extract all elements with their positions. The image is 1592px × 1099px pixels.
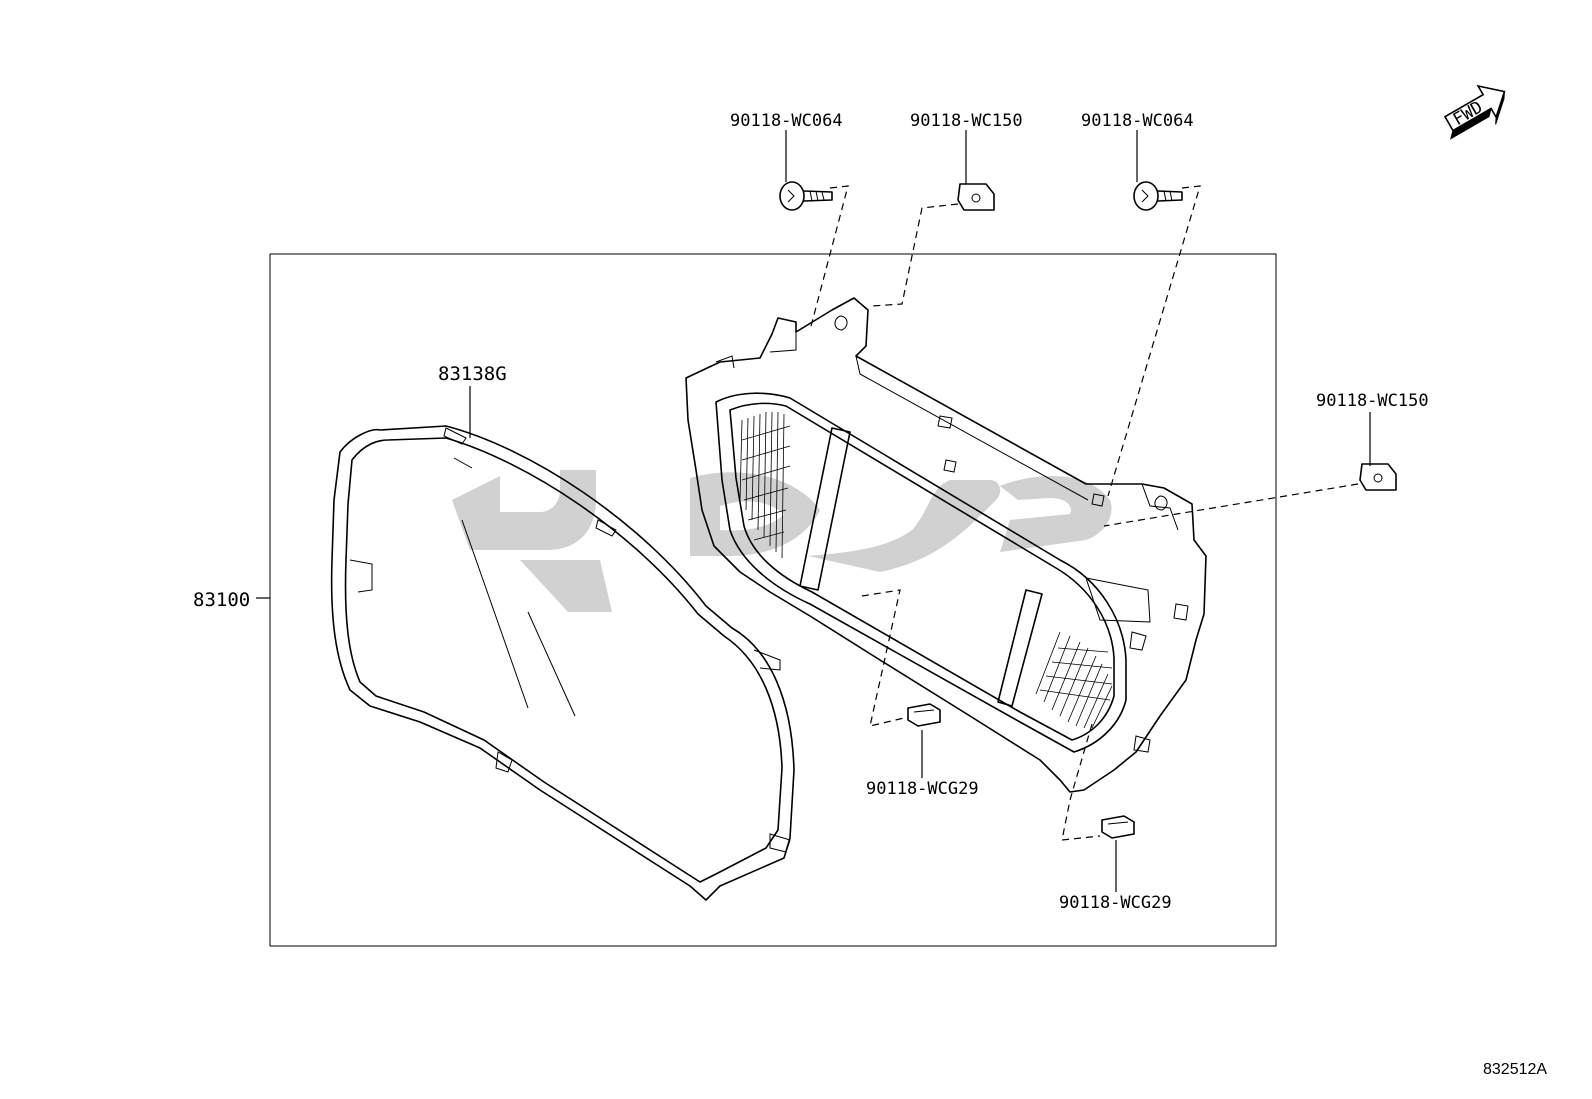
assembly-boundary-box xyxy=(269,253,1277,947)
callout-screw-right: 90118-WC064 xyxy=(1081,111,1194,131)
figure-reference: 832512A xyxy=(1483,1061,1547,1078)
clip-icon xyxy=(1359,463,1397,491)
clip-icon xyxy=(907,703,941,727)
fwd-arrow-icon: FWD xyxy=(1443,84,1506,140)
callout-clip-top: 90118-WC150 xyxy=(910,111,1023,131)
callout-clip-bottom-right: 90118-WCG29 xyxy=(1059,893,1172,913)
callout-clip-bottom-left: 90118-WCG29 xyxy=(866,779,979,799)
assembly-line xyxy=(871,203,959,307)
screw-icon xyxy=(1133,181,1183,211)
lens-cover-part xyxy=(330,425,795,901)
hatch-right xyxy=(1035,631,1113,729)
cluster-housing-part xyxy=(685,297,1207,793)
hatch-left xyxy=(739,411,791,559)
callout-screw-left: 90118-WC064 xyxy=(730,111,843,131)
assembly-line xyxy=(1107,185,1201,497)
clip-icon xyxy=(957,183,995,211)
assembly-line xyxy=(1061,723,1101,841)
assembly-line xyxy=(861,589,905,727)
callout-lens: 83138G xyxy=(438,363,507,385)
clip-icon xyxy=(1101,815,1135,839)
screw-icon xyxy=(779,181,833,211)
callout-assembly: 83100 xyxy=(193,589,250,611)
assembly-line xyxy=(809,185,849,331)
assembly-line xyxy=(1103,483,1359,527)
watermark-logo-icon xyxy=(452,470,1112,612)
callout-clip-right: 90118-WC150 xyxy=(1316,391,1429,411)
